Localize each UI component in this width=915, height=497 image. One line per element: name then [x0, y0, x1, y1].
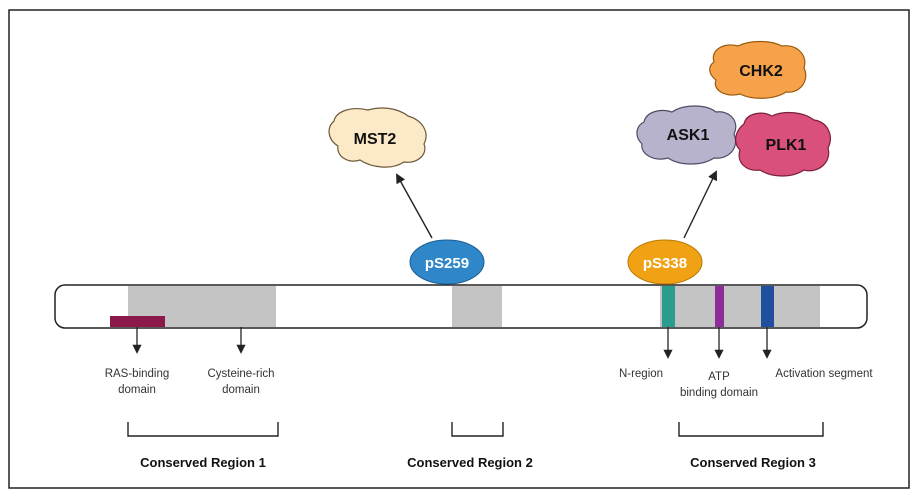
ask1-label: ASK1: [667, 127, 710, 144]
activation-label: Activation segment: [775, 368, 873, 380]
n-region-marker: [662, 286, 675, 327]
ras-binding-marker: [110, 316, 165, 327]
cr2-bracket: [451, 422, 504, 437]
atp-binding-marker: [715, 286, 724, 327]
ras-binding-label-line1: RAS-binding: [105, 368, 170, 380]
ps338-badge: [627, 239, 703, 285]
plk1-label: PLK1: [766, 137, 807, 154]
ps338-to-ask1-arrow: [683, 170, 717, 239]
mst2-label: MST2: [354, 131, 397, 148]
cr3-bracket: [678, 422, 824, 437]
ps259-to-mst2-arrow: [396, 173, 433, 239]
mst2-shape: [328, 107, 427, 168]
chk2-shape: [709, 40, 807, 99]
conserved-block-3: [660, 286, 820, 327]
plk1-shape: [735, 111, 831, 177]
activation-segment-marker: [761, 286, 774, 327]
ps259-label: pS259: [425, 255, 469, 272]
cr1-bracket: [127, 422, 279, 437]
ps259-badge: [409, 239, 485, 285]
cr1-label: Conserved Region 1: [140, 455, 266, 470]
chk2-label: CHK2: [739, 63, 783, 80]
ask1-shape: [636, 105, 737, 165]
figure-frame: [8, 9, 910, 489]
atp-label-line2: binding domain: [680, 387, 758, 399]
ras-binding-label-line2: domain: [118, 384, 156, 396]
cysteine-rich-label-line2: domain: [222, 384, 260, 396]
cysteine-rich-label-line1: Cysteine-rich: [207, 368, 274, 380]
cr2-label: Conserved Region 2: [407, 455, 533, 470]
cr3-label: Conserved Region 3: [690, 455, 816, 470]
atp-label-line1: ATP: [708, 371, 730, 383]
conserved-block-2: [452, 286, 502, 327]
n-region-label: N-region: [619, 368, 663, 380]
ps338-label: pS338: [643, 255, 687, 272]
